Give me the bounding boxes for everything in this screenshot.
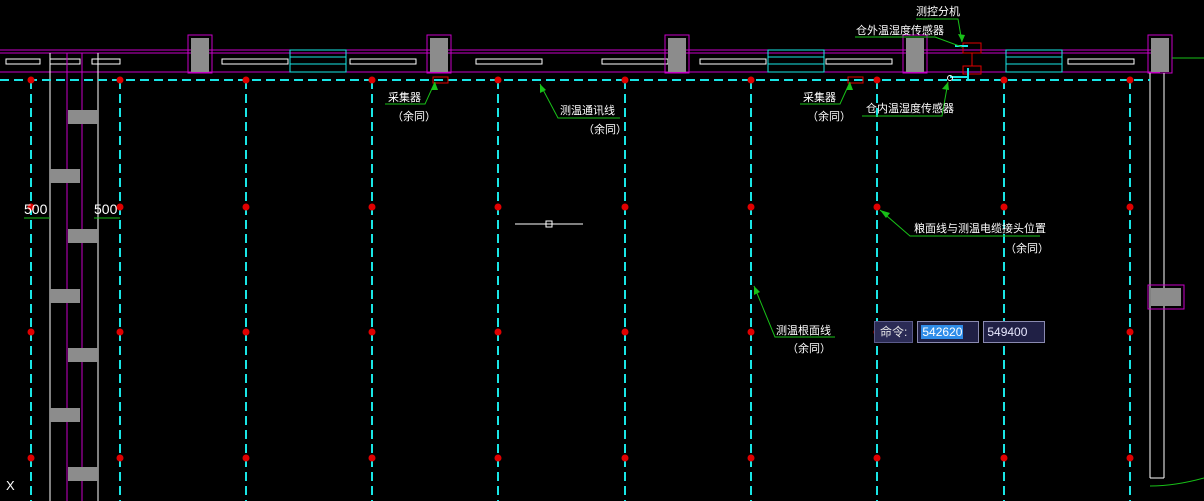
label-comm-line-note: （余同）	[583, 123, 627, 136]
dimension-left: 500	[24, 201, 48, 217]
label-outside-sensor: 仓外温湿度传感器	[856, 24, 944, 37]
label-root-line-note: （余同）	[787, 342, 831, 355]
label-measure-control-unit: 测控分机	[916, 5, 960, 18]
sensor-cyan-marks	[950, 45, 969, 80]
label-joint-position-note: （余同）	[1005, 242, 1049, 255]
label-inside-sensor: 仓内温湿度传感器	[866, 102, 954, 115]
left-wall	[49, 53, 99, 501]
cursor-marker	[515, 220, 583, 228]
leader-lines	[24, 18, 1040, 338]
right-wall	[1147, 57, 1204, 487]
leader-arrows	[431, 34, 965, 295]
label-collector-2: 采集器	[803, 91, 836, 104]
label-collector-1: 采集器	[388, 91, 421, 104]
cyan-window-panels	[289, 49, 1063, 73]
dynamic-input-bar: 命令: 542620 549400	[874, 321, 1046, 343]
wall-columns	[187, 34, 1173, 74]
command-label: 命令:	[874, 321, 914, 343]
cable-joint-nodes[interactable]	[27, 76, 1134, 462]
control-unit-symbols[interactable]	[962, 42, 982, 75]
x-coordinate-input[interactable]: 542620	[917, 321, 980, 343]
wall-window-strips	[5, 58, 1135, 65]
sensor-node	[947, 75, 953, 81]
y-coordinate-input[interactable]: 549400	[983, 321, 1046, 343]
label-root-line: 测温根面线	[776, 324, 831, 337]
label-collector-2-note: （余同）	[807, 110, 851, 123]
ucs-axis-label: X	[6, 478, 15, 493]
x-coordinate-value: 542620	[921, 325, 964, 339]
label-collector-1-note: （余同）	[392, 110, 436, 123]
top-wall	[0, 49, 1160, 73]
collector-boxes[interactable]	[432, 76, 864, 84]
dimension-right: 500	[94, 201, 118, 217]
label-joint-position: 粮面线与测温电缆接头位置	[914, 222, 1046, 235]
label-comm-line: 测温通讯线	[560, 104, 615, 117]
measurement-cables	[30, 80, 1131, 501]
y-coordinate-value: 549400	[987, 325, 1028, 339]
